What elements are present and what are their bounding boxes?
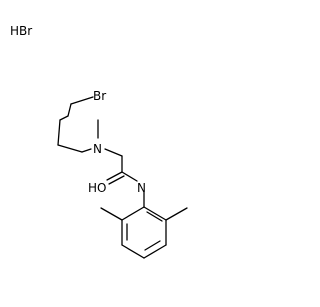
chemical-structure: HBr Br N HO N <box>10 24 188 259</box>
ring-bond-6 <box>121 206 145 221</box>
bond-carbonyl-o-b <box>108 175 125 185</box>
bromopentyl-chain <box>57 96 94 153</box>
ring-bond-3 <box>143 244 167 259</box>
hydroxyl-label: HO <box>88 181 106 195</box>
bond-c2-c3 <box>59 115 69 121</box>
amide-nitrogen-label: N <box>137 181 146 195</box>
ring-double-1 <box>146 211 163 222</box>
bond-br-c1 <box>70 96 94 105</box>
bond-c5-n <box>81 148 92 153</box>
amine-substituents <box>97 119 123 157</box>
bond-c4-c5 <box>57 144 83 153</box>
bromine-atom-label: Br <box>93 89 106 103</box>
ring-bond-4 <box>121 244 145 259</box>
bond-methyl-right <box>165 207 188 221</box>
bond-n-ch2 <box>104 148 123 157</box>
bond-carbonyl-amide-n <box>121 171 138 182</box>
amine-nitrogen-label: N <box>93 142 102 156</box>
ring-double-2 <box>144 240 161 251</box>
bond-c1-c2 <box>67 103 72 117</box>
salt-label: HBr <box>10 24 32 38</box>
bond-carbonyl-o-a <box>106 171 123 181</box>
bond-methyl-left <box>100 207 123 221</box>
ring-bond-1 <box>143 206 167 221</box>
acetamide-fragment <box>106 155 138 185</box>
dimethylphenyl-ring <box>100 191 188 259</box>
bond-c3-c4 <box>57 119 61 146</box>
